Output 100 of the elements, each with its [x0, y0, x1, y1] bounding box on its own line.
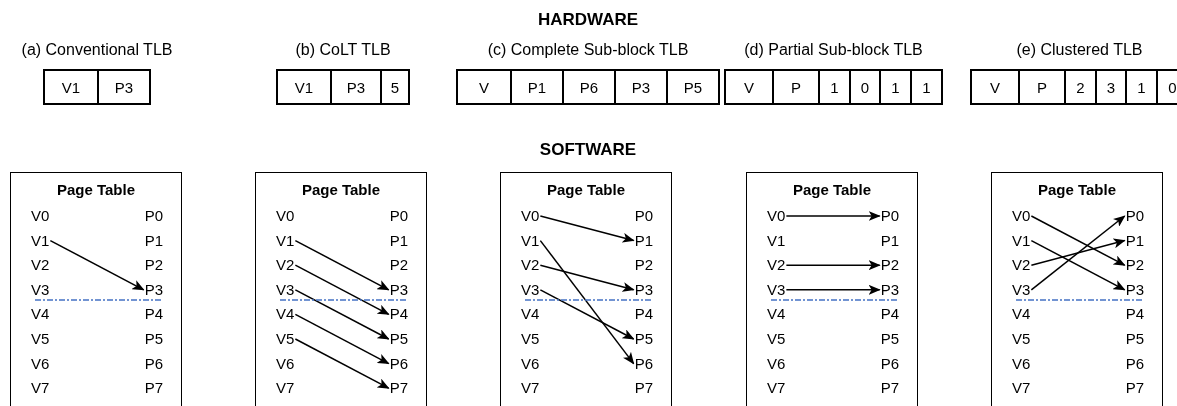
arrow	[785, 211, 881, 221]
virtual-page-label: V1	[767, 231, 786, 250]
arrow	[539, 239, 635, 365]
virtual-page-label: V0	[31, 207, 50, 225]
tlb-field: V	[458, 71, 510, 103]
tlb-field: P3	[97, 71, 149, 103]
tlb-title: (c) Complete Sub-block TLB	[487, 41, 689, 59]
physical-page-label: P4	[1125, 305, 1144, 324]
virtual-page-label: V5	[521, 330, 540, 348]
page-table-box	[10, 172, 182, 406]
tlb-field: 1	[1125, 71, 1156, 103]
tlb-field: 3	[1095, 71, 1125, 103]
page-table-box	[500, 172, 672, 406]
virtual-page-label: V3	[31, 280, 50, 299]
virtual-page-label: V1	[1012, 231, 1031, 250]
physical-page-label: P0	[144, 207, 163, 225]
arrow	[294, 264, 390, 316]
tlb-field: 5	[380, 71, 408, 103]
tlb-field: V	[726, 71, 772, 103]
physical-page-label: P0	[634, 207, 653, 225]
physical-page-label: P5	[144, 330, 163, 348]
arrow	[1030, 215, 1126, 266]
tlb-field: P5	[666, 71, 718, 103]
virtual-page-label: V5	[276, 330, 295, 348]
table-heading: Page Table	[55, 181, 137, 198]
virtual-page-label: V2	[1012, 256, 1031, 275]
virtual-page-label: V3	[521, 280, 540, 299]
tlb-field: P	[1018, 71, 1064, 103]
physical-page-label: P7	[634, 379, 653, 398]
arrow	[294, 289, 390, 340]
physical-page-label: P3	[880, 280, 899, 299]
physical-page-label: P2	[1125, 256, 1144, 275]
virtual-page-label: V0	[521, 207, 540, 225]
tlb-title: (b) CoLT TLB	[295, 41, 391, 59]
virtual-page-label: V0	[276, 207, 295, 225]
page-table-box	[746, 172, 918, 406]
virtual-page-label: V6	[31, 354, 50, 373]
physical-page-label: P7	[144, 379, 163, 398]
virtual-page-label: V3	[767, 280, 786, 299]
physical-page-label: P7	[389, 379, 408, 398]
virtual-page-label: V0	[767, 207, 786, 225]
physical-page-label: P1	[389, 231, 408, 250]
virtual-page-label: V5	[31, 330, 50, 348]
physical-page-label: P0	[1125, 207, 1144, 225]
virtual-page-label: V7	[1012, 379, 1031, 398]
page-table-box	[991, 172, 1163, 406]
physical-page-label: P6	[880, 354, 899, 373]
virtual-page-label: V6	[767, 354, 786, 373]
tlb-field: 0	[849, 71, 879, 103]
physical-page-label: P5	[389, 330, 408, 348]
tlb-field: V	[972, 71, 1018, 103]
table-heading: Page Table	[791, 181, 873, 198]
tlb-field: P3	[614, 71, 666, 103]
arrow	[49, 239, 145, 291]
virtual-page-label: V4	[521, 305, 540, 324]
table-heading: Page Table	[545, 181, 627, 198]
tlb-title: (d) Partial Sub-block TLB	[744, 41, 923, 59]
virtual-page-label: V2	[521, 256, 540, 275]
arrow	[785, 260, 881, 271]
section-heading: SOFTWARE	[539, 140, 637, 160]
virtual-page-label: V6	[1012, 354, 1031, 373]
arrow	[539, 289, 635, 340]
virtual-page-label: V6	[276, 354, 295, 373]
tlb-title: (e) Clustered TLB	[1016, 41, 1143, 59]
physical-page-label: P7	[880, 379, 899, 398]
arrow	[539, 215, 635, 243]
physical-page-label: P0	[389, 207, 408, 225]
physical-page-label: P3	[389, 280, 408, 299]
section-heading: HARDWARE	[537, 10, 639, 30]
arrow	[294, 239, 390, 291]
virtual-page-label: V7	[31, 379, 50, 398]
arrow	[294, 338, 390, 389]
tlb-field: P1	[510, 71, 562, 103]
arrow	[1030, 238, 1126, 266]
physical-page-label: P5	[880, 330, 899, 348]
arrow	[1030, 239, 1126, 291]
virtual-page-label: V1	[276, 231, 295, 250]
physical-page-label: P3	[634, 280, 653, 299]
virtual-page-label: V5	[767, 330, 786, 348]
physical-page-label: P6	[389, 354, 408, 373]
virtual-page-label: V4	[31, 305, 50, 324]
tlb-field: P3	[330, 71, 380, 103]
virtual-page-label: V2	[31, 256, 50, 275]
physical-page-label: P4	[880, 305, 899, 324]
physical-page-label: P2	[144, 256, 163, 275]
virtual-page-label: V4	[276, 305, 295, 324]
virtual-page-label: V2	[767, 256, 786, 275]
physical-page-label: P1	[880, 231, 899, 250]
page-table-box	[255, 172, 427, 406]
arrow	[294, 313, 390, 365]
physical-page-label: P2	[880, 256, 899, 275]
tlb-field: 2	[1064, 71, 1095, 103]
physical-page-label: P5	[634, 330, 653, 348]
physical-page-label: P4	[389, 305, 408, 324]
tlb-field: P6	[562, 71, 614, 103]
virtual-page-label: V5	[1012, 330, 1031, 348]
virtual-page-label: V2	[276, 256, 295, 275]
physical-page-label: P2	[389, 256, 408, 275]
physical-page-label: P1	[144, 231, 163, 250]
physical-page-label: P0	[880, 207, 899, 225]
